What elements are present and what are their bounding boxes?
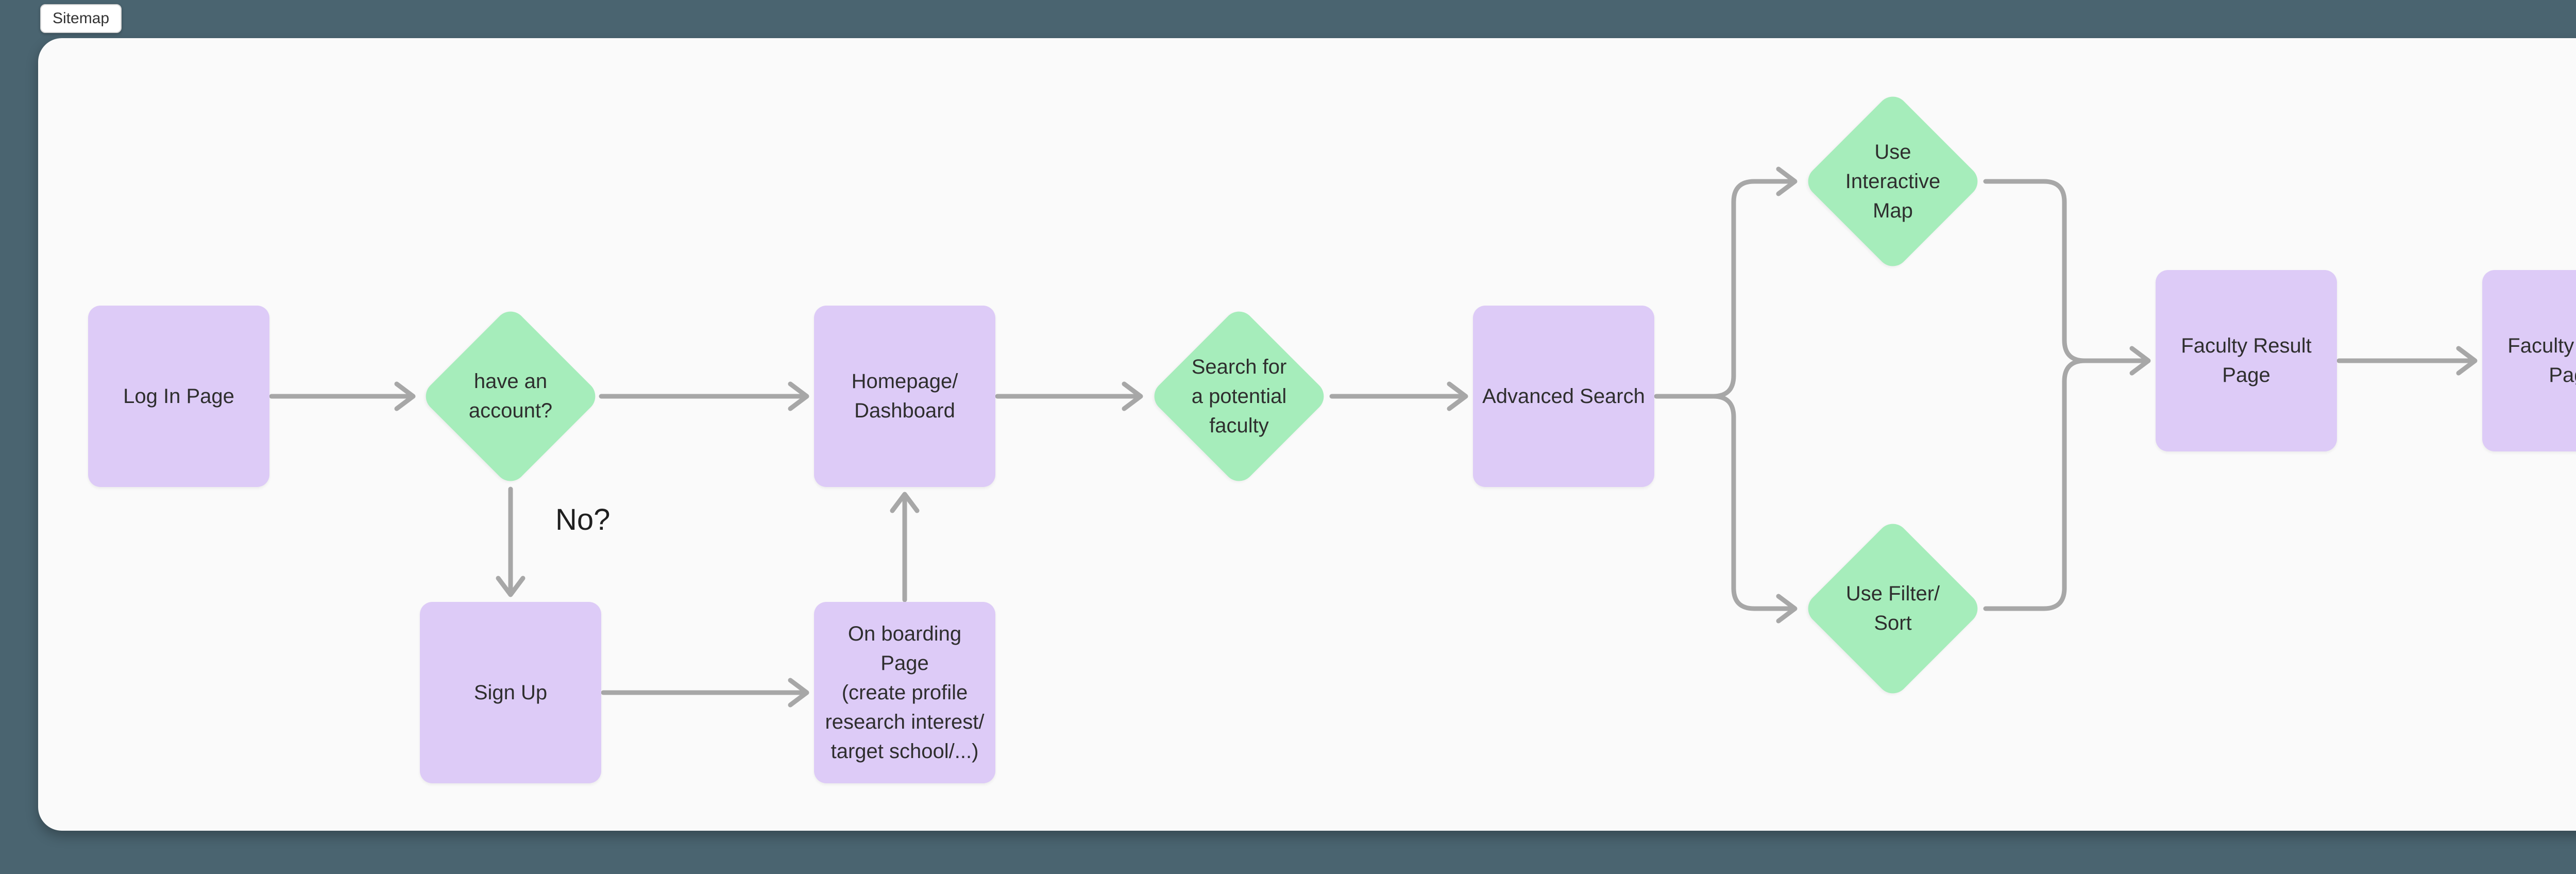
node-log-in-page[interactable]: Log In Page: [88, 306, 269, 487]
node-homepage-dashboard[interactable]: Homepage/ Dashboard: [814, 306, 995, 487]
node-label: have an account?: [468, 370, 553, 422]
node-advanced-search[interactable]: Advanced Search: [1473, 306, 1654, 487]
branch-label-no-question: No?: [555, 503, 611, 536]
node-label: Search for a potential faculty: [1191, 355, 1287, 437]
edge-map-to-result: [1983, 179, 2151, 376]
node-label: Homepage/ Dashboard: [851, 370, 958, 422]
edge-advanced-to-map: [1654, 166, 1798, 399]
node-label: Use Filter/ Sort: [1845, 582, 1940, 634]
edge-advanced-to-filter: [1710, 394, 1798, 624]
edge-filter-to-result: [1983, 358, 2088, 611]
node-onboarding-page[interactable]: On boarding Page (create profile researc…: [814, 602, 995, 783]
node-label: Faculty Profile Page: [2507, 334, 2576, 386]
node-faculty-profile-page[interactable]: Faculty Profile Page: [2482, 270, 2576, 451]
node-sign-up[interactable]: Sign Up: [420, 602, 601, 783]
node-label: Log In Page: [123, 384, 234, 408]
node-use-interactive-map[interactable]: Use Interactive Map: [1802, 90, 1984, 273]
node-label: Use Interactive Map: [1845, 140, 1941, 222]
node-label: Faculty Result Page: [2181, 334, 2312, 386]
node-have-an-account[interactable]: have an account?: [419, 305, 602, 488]
node-use-filter-sort[interactable]: Use Filter/ Sort: [1802, 517, 1984, 700]
node-faculty-result-page[interactable]: Faculty Result Page: [2156, 270, 2337, 451]
node-label: On boarding Page (create profile researc…: [825, 622, 985, 763]
node-search-potential-faculty[interactable]: Search for a potential faculty: [1148, 305, 1330, 488]
section-title-chip[interactable]: Sitemap: [40, 4, 122, 33]
node-label: Advanced Search: [1482, 384, 1645, 408]
node-label: Sign Up: [473, 681, 548, 704]
